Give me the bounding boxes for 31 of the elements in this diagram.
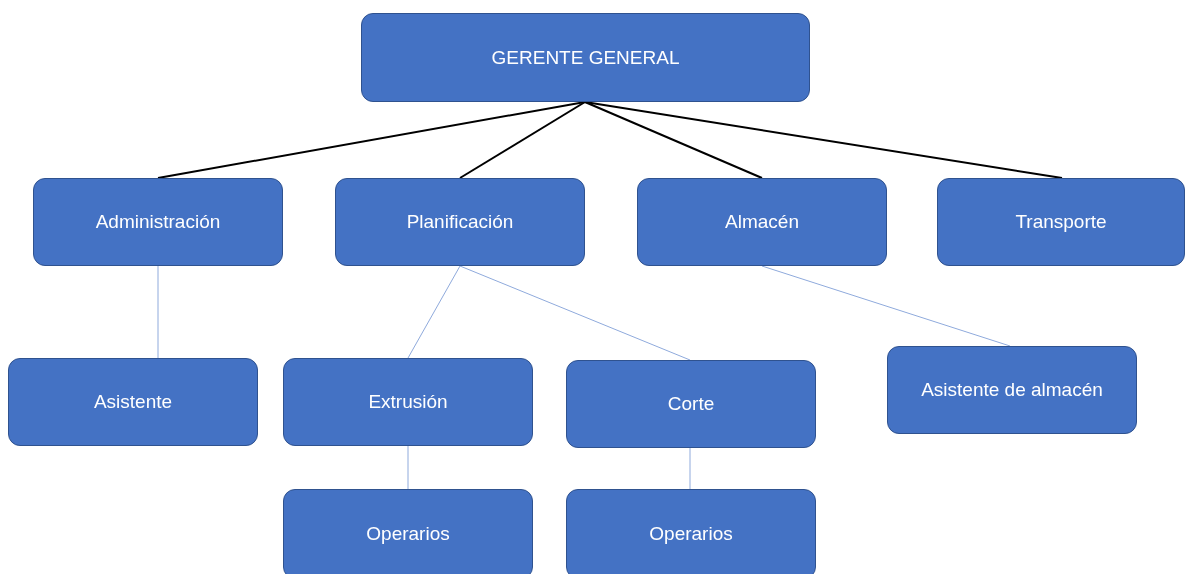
connector-line (157, 265, 159, 359)
org-box (335, 178, 585, 266)
connector-line (459, 265, 691, 361)
connector-line (689, 447, 691, 490)
role-label: Almacén (725, 211, 799, 233)
role-label: Corte (667, 393, 715, 415)
connector-line (584, 101, 1063, 179)
role-label: GERENTE GENERAL (491, 46, 680, 69)
role-label: Transporte (1015, 211, 1107, 233)
org-box (8, 358, 258, 446)
role-label: Operarios (649, 523, 733, 545)
role-label: Planificación (406, 211, 514, 233)
org-box (283, 489, 533, 574)
role-label: Asistente (93, 391, 173, 413)
org-box (637, 178, 887, 266)
org-box (887, 346, 1137, 434)
connector-line (407, 265, 461, 359)
connector-line (761, 265, 1011, 347)
org-box (937, 178, 1185, 266)
role-label: Operarios (366, 523, 450, 545)
org-box (361, 13, 810, 102)
connector-line (407, 445, 409, 490)
org-box (283, 358, 533, 446)
org-box (566, 360, 816, 448)
role-label: Administración (95, 211, 221, 233)
org-box (566, 489, 816, 574)
role-label: Asistente de almacén (921, 379, 1103, 401)
connector-line (459, 101, 586, 179)
org-box (33, 178, 283, 266)
connector-line (584, 101, 763, 179)
role-label: Extrusión (368, 391, 448, 413)
